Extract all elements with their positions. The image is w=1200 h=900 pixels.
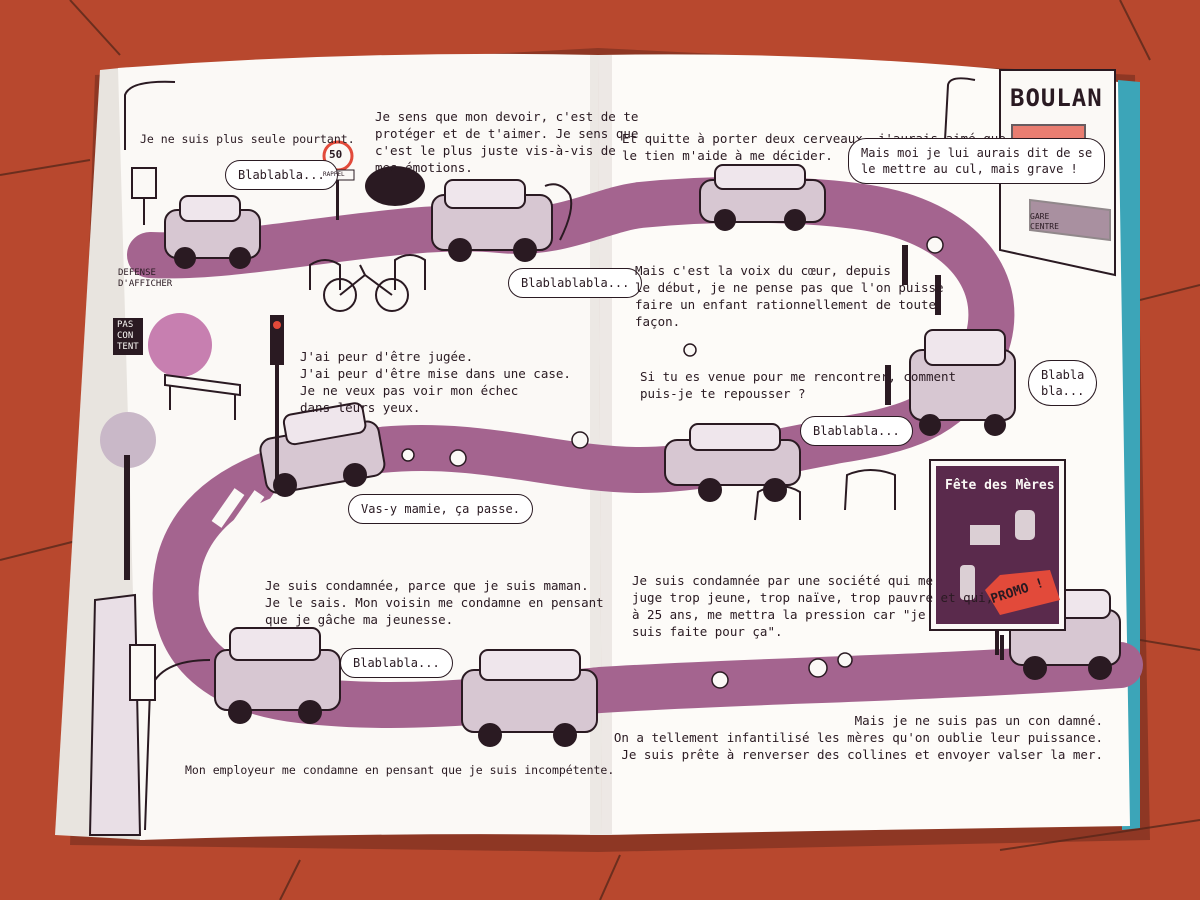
mailbox	[131, 167, 157, 225]
wall-poster-left: DEFENSE D'AFFICHER	[118, 268, 173, 289]
text-duty: Je sens que mon devoir, c'est de te prot…	[375, 109, 639, 175]
text-final: Mais je ne suis pas un con damné. On a t…	[613, 713, 1103, 762]
speech-bubble-right-2: Blabla bla...	[1028, 360, 1098, 406]
text-meet: Si tu es venue pour me rencontrer, comme…	[640, 369, 957, 401]
car-2	[431, 179, 553, 262]
building-left-bottom	[88, 593, 156, 836]
car-3	[699, 164, 826, 231]
text-alone: Je ne suis plus seule pourtant.	[140, 132, 355, 146]
speed-sign-label: RAPPEL	[323, 171, 345, 178]
car-4	[909, 329, 1016, 436]
speech-bubble-right-1: Mais moi je lui aurais dit de se le mett…	[848, 138, 1106, 184]
mothers-day-poster	[929, 459, 1066, 660]
bush	[365, 166, 425, 206]
car-6	[259, 402, 386, 497]
text-employer: Mon employeur me condamne en pensant que…	[185, 763, 615, 777]
speed-sign-value: 50	[329, 148, 343, 161]
crosswalk	[211, 488, 285, 532]
tree	[100, 313, 212, 580]
text-society: Je suis condamnée par une société qui me…	[632, 573, 994, 639]
text-fear: J'ai peur d'être jugée. J'ai peur d'être…	[300, 349, 571, 415]
speech-bubble-left-3: Vas-y mamie, ça passe.	[348, 494, 533, 524]
traffic-light	[270, 315, 284, 485]
text-condemned: Je suis condamnée, parce que je suis mam…	[265, 578, 604, 627]
wall-poster-left-2: PAS CON TENT	[113, 318, 143, 355]
car-5	[664, 423, 801, 502]
bollards	[885, 245, 941, 405]
speech-bubble-left-1: Blablabla...	[225, 160, 338, 190]
text-heart: Mais c'est la voix du cœur, depuis le dé…	[635, 263, 944, 329]
bench	[164, 373, 241, 420]
puffs	[401, 236, 944, 689]
bakery-sign: BOULAN	[1010, 84, 1103, 112]
barriers	[754, 469, 896, 521]
car-1	[164, 195, 261, 269]
poster-title: Fête des Mères	[945, 478, 1055, 493]
car-8	[461, 649, 598, 747]
bike-rack	[309, 254, 426, 312]
speech-bubble-right-3: Blablabla...	[800, 416, 913, 446]
speech-bubble-left-2: Blablablabla...	[508, 268, 643, 298]
station-sign: GARE CENTRE	[1030, 212, 1059, 231]
speech-bubble-left-4: Blablabla...	[340, 648, 453, 678]
car-7	[214, 627, 341, 724]
